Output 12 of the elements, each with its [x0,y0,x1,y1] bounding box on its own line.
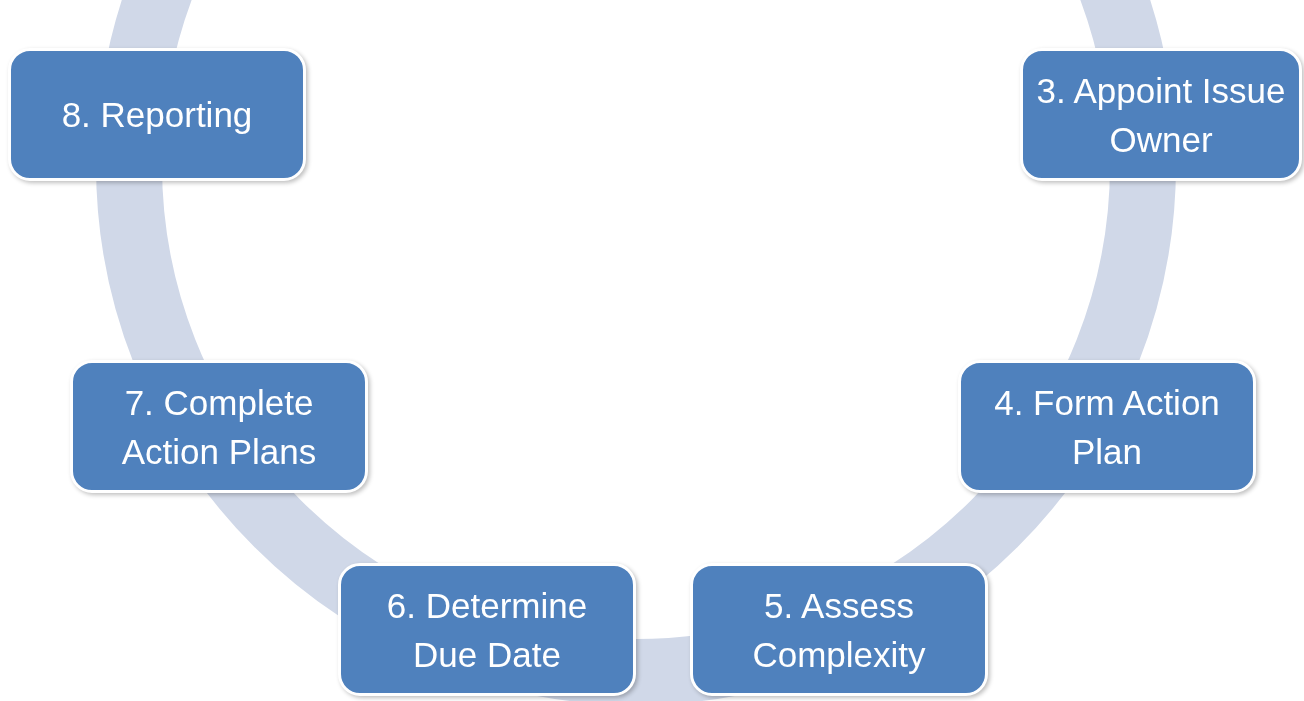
process-box [958,360,1256,493]
step-label: 5. Assess Complexity [751,584,927,676]
step-label: 3. Appoint Issue Owner [1035,69,1287,161]
process-box [338,563,636,696]
process-box [1020,48,1302,181]
step-label: 8. Reporting [61,94,253,136]
process-box [70,360,368,493]
process-box [690,563,988,696]
step-label: 4. Form Action Plan [993,381,1221,473]
process-box [8,48,306,181]
step-label: 6. Determine Due Date [385,584,589,676]
step-label: 7. Complete Action Plans [120,381,318,473]
